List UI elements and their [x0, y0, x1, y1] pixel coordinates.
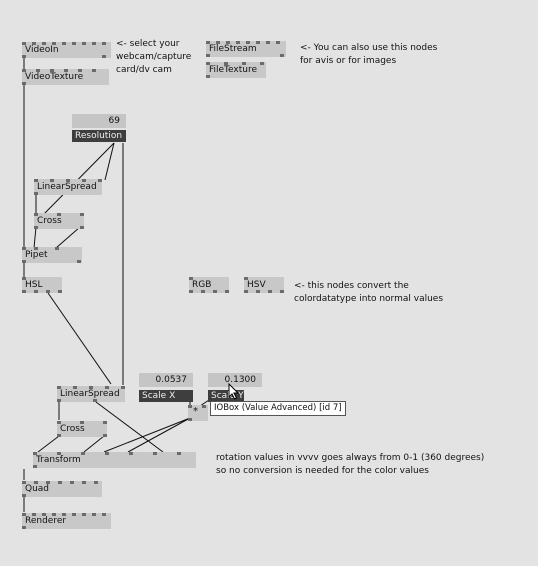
- filestream-node[interactable]: FileStream: [206, 41, 286, 57]
- linearspread-node[interactable]: LinearSpread: [34, 179, 102, 195]
- pipet-node[interactable]: Pipet: [22, 247, 82, 263]
- node-label: Cross: [60, 424, 85, 434]
- transform-node[interactable]: Transform: [33, 452, 196, 468]
- link-res-ls1: [104, 142, 115, 181]
- avis-comment: <- You can also use this nodes for avis …: [300, 43, 438, 66]
- iobox-tooltip: IOBox (Value Advanced) [id 7]: [210, 401, 346, 416]
- node-label: FileStream: [209, 44, 257, 54]
- rotation-comment: rotation values in vvvv goes always from…: [216, 453, 485, 476]
- cross-node-2[interactable]: Cross: [57, 421, 107, 437]
- node-label: FileTexture: [209, 65, 258, 75]
- node-label: HSL: [25, 280, 43, 290]
- node-label: VideoTexture: [25, 72, 84, 82]
- quad-node[interactable]: Quad: [22, 481, 102, 497]
- colors-comment: <- this nodes convert the colordatatype …: [294, 281, 444, 304]
- node-label: HSV: [247, 280, 266, 290]
- resolution-value-box[interactable]: 69: [72, 114, 126, 128]
- node-label: VideoIn: [25, 45, 59, 55]
- rgb-node[interactable]: RGB: [189, 277, 229, 293]
- videoin-node[interactable]: VideoIn: [22, 42, 111, 58]
- hsl-node[interactable]: HSL: [22, 277, 62, 293]
- node-label: LinearSpread: [60, 389, 120, 399]
- renderer-node[interactable]: Renderer: [22, 513, 111, 529]
- multiply-node[interactable]: *: [188, 405, 208, 421]
- scale-x-value-box[interactable]: 0.0537: [139, 373, 193, 387]
- videotexture-node[interactable]: VideoTexture: [22, 69, 109, 85]
- webcam-comment: <- select your webcam/capture card/dv ca…: [116, 39, 192, 75]
- resolution-label[interactable]: Resolution: [72, 130, 126, 142]
- mouse-cursor-icon: [228, 383, 240, 400]
- cross-node[interactable]: Cross: [34, 213, 84, 229]
- node-label: Renderer: [25, 516, 67, 526]
- node-label: RGB: [192, 280, 212, 290]
- node-label: Quad: [25, 484, 50, 494]
- node-label: *: [193, 406, 198, 417]
- node-label: LinearSpread: [37, 182, 97, 192]
- linearspread-node-2[interactable]: LinearSpread: [57, 386, 125, 402]
- scale-x-label[interactable]: Scale X: [139, 390, 193, 402]
- node-label: Cross: [37, 216, 62, 226]
- hsv-node[interactable]: HSV: [244, 277, 284, 293]
- node-label: Transform: [36, 455, 81, 465]
- scale-y-value-box[interactable]: 0.1300: [208, 373, 262, 387]
- filetexture-node[interactable]: FileTexture: [206, 62, 266, 78]
- node-label: Pipet: [25, 250, 48, 260]
